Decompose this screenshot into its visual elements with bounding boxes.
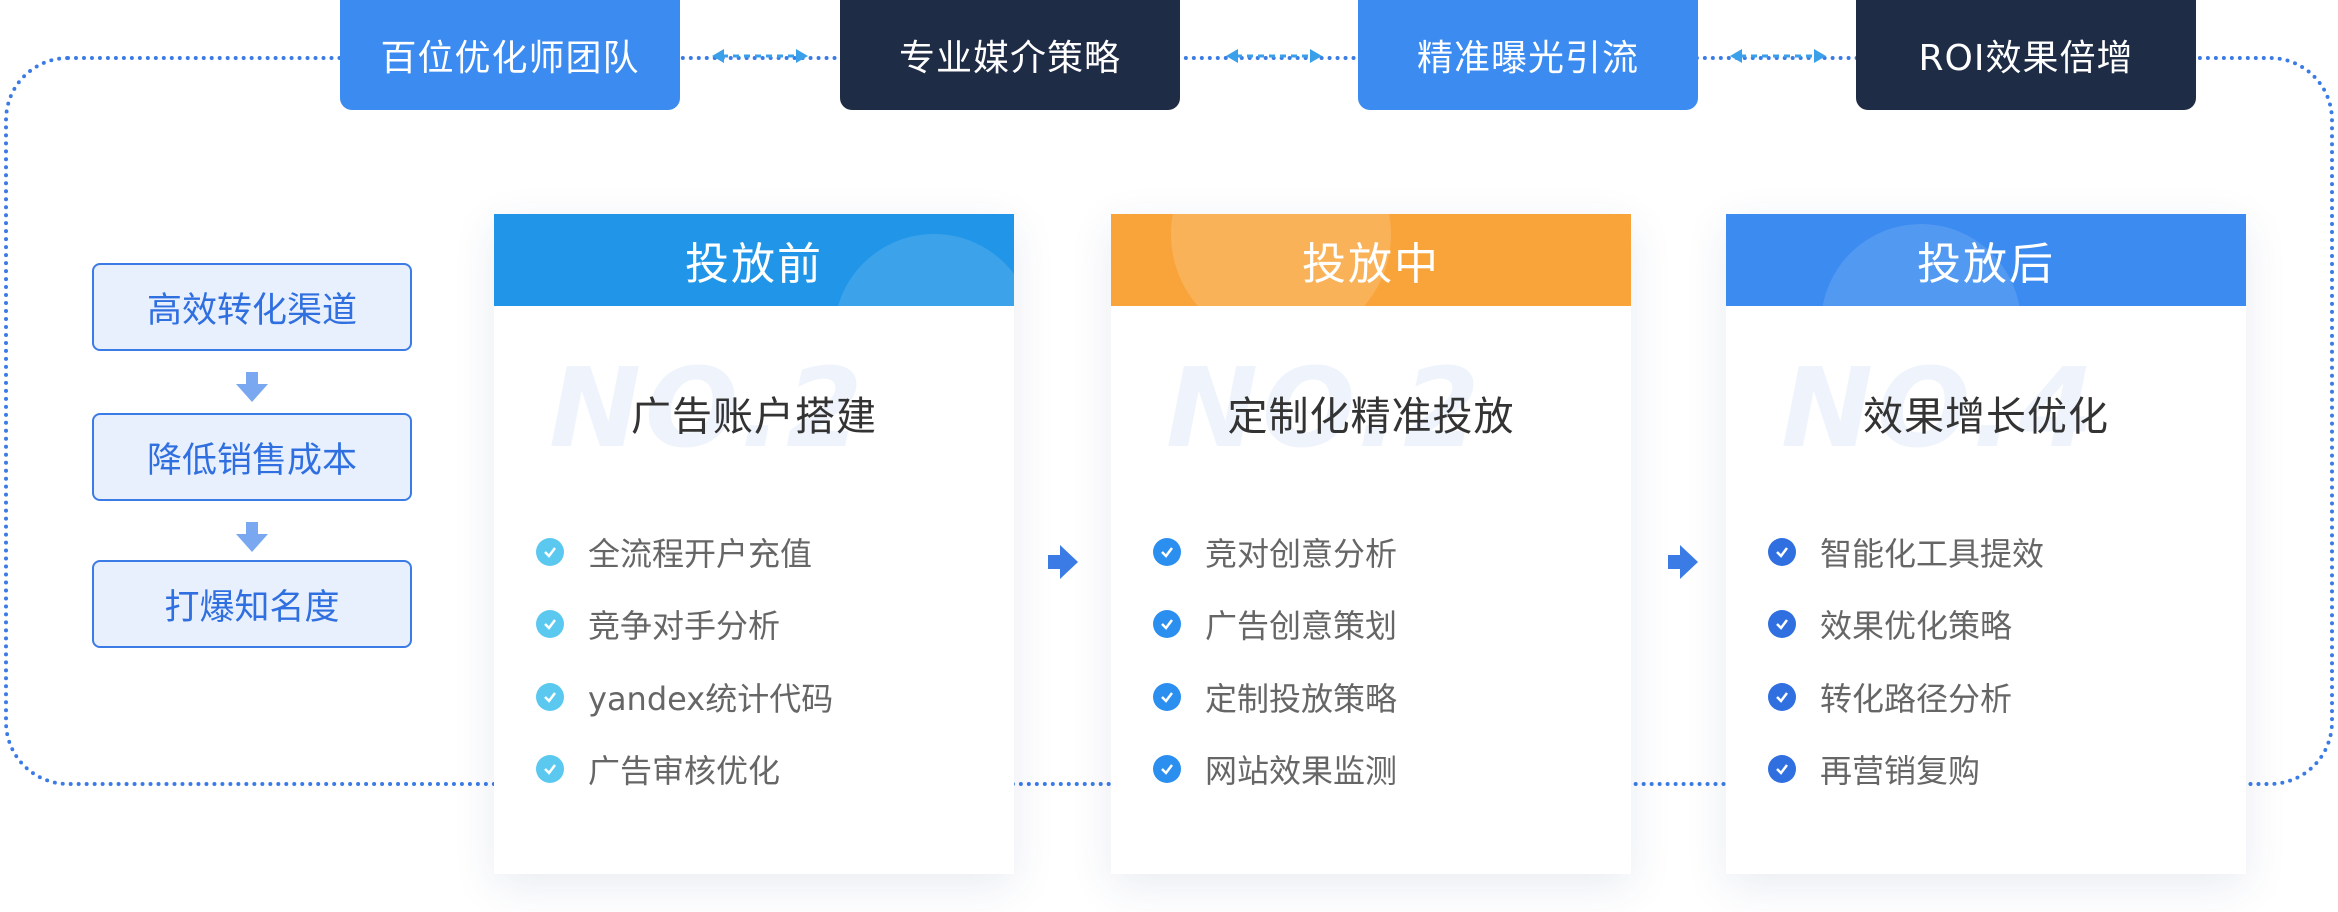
card-watermark: NO.4	[1781, 344, 2099, 472]
card-header: 投放前	[494, 214, 1014, 306]
check-circle-icon	[1153, 538, 1181, 566]
check-circle-icon	[536, 610, 564, 638]
list-item: 全流程开户充值	[536, 532, 812, 573]
list-item: 转化路径分析	[1768, 677, 2012, 718]
check-circle-icon	[1768, 683, 1796, 711]
card-header: 投放中	[1111, 214, 1631, 306]
pill-media-strategy: 专业媒介策略	[840, 0, 1180, 110]
card-during-launch: 投放中 NO.2 定制化精准投放 竞对创意分析 广告创意策划 定制投放策略 网站…	[1111, 214, 1631, 874]
card-before-launch: 投放前 NO.2 广告账户搭建 全流程开户充值 竞争对手分析 yandex统计代…	[494, 214, 1014, 874]
list-item: yandex统计代码	[536, 677, 833, 718]
double-arrow-icon	[1730, 49, 1826, 63]
list-item: 广告审核优化	[536, 749, 780, 790]
list-item: 网站效果监测	[1153, 749, 1397, 790]
check-circle-icon	[1768, 538, 1796, 566]
check-circle-icon	[1768, 610, 1796, 638]
card-header: 投放后	[1726, 214, 2246, 306]
pill-precise-traffic: 精准曝光引流	[1358, 0, 1698, 110]
list-item: 智能化工具提效	[1768, 532, 2044, 573]
card-after-launch: 投放后 NO.4 效果增长优化 智能化工具提效 效果优化策略 转化路径分析 再营…	[1726, 214, 2246, 874]
card-title: 广告账户搭建	[631, 394, 877, 440]
list-item: 竞争对手分析	[536, 604, 780, 645]
double-arrow-icon	[1226, 49, 1322, 63]
check-circle-icon	[536, 538, 564, 566]
card-title: 定制化精准投放	[1227, 394, 1515, 440]
card-watermark: NO.2	[1166, 344, 1484, 472]
check-circle-icon	[1153, 610, 1181, 638]
arrow-down-icon	[236, 372, 268, 402]
side-step-awareness: 打爆知名度	[92, 560, 412, 648]
card-watermark: NO.2	[549, 344, 867, 472]
check-circle-icon	[1768, 755, 1796, 783]
card-title: 效果增长优化	[1863, 394, 2109, 440]
list-item: 广告创意策划	[1153, 604, 1397, 645]
check-circle-icon	[536, 755, 564, 783]
list-item: 定制投放策略	[1153, 677, 1397, 718]
list-item: 效果优化策略	[1768, 604, 2012, 645]
list-item: 再营销复购	[1768, 749, 1980, 790]
pill-roi-multiply: ROI效果倍增	[1856, 0, 2196, 110]
pill-optimizer-team: 百位优化师团队	[340, 0, 680, 110]
list-item: 竞对创意分析	[1153, 532, 1397, 573]
side-step-cost: 降低销售成本	[92, 413, 412, 501]
side-step-conversion: 高效转化渠道	[92, 263, 412, 351]
arrow-right-icon	[1668, 545, 1698, 579]
check-circle-icon	[536, 683, 564, 711]
double-arrow-icon	[712, 49, 808, 63]
check-circle-icon	[1153, 755, 1181, 783]
arrow-down-icon	[236, 522, 268, 552]
arrow-right-icon	[1048, 545, 1078, 579]
check-circle-icon	[1153, 683, 1181, 711]
